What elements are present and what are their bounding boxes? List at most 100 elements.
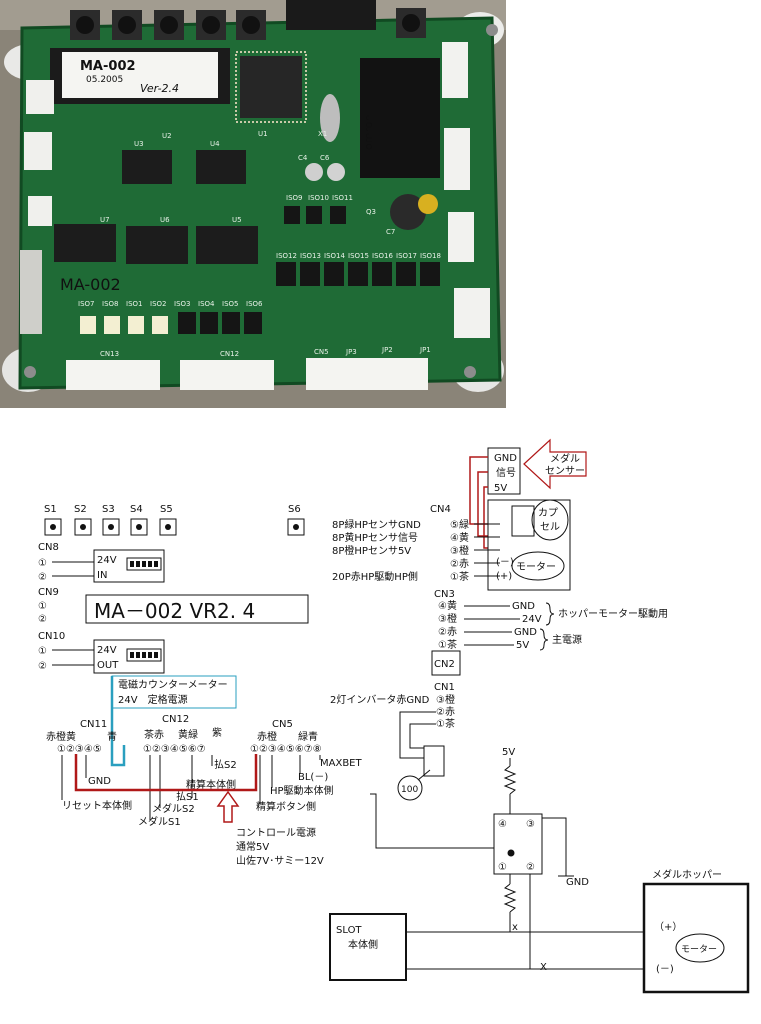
iso-label: ISO10 xyxy=(308,194,329,202)
svg-text:メダル: メダル xyxy=(550,452,580,465)
counter-wire xyxy=(110,676,126,767)
cn11-pins: ①②③④⑤ xyxy=(57,744,102,755)
slot-body-box xyxy=(329,913,407,981)
svg-text:モーター: モーター xyxy=(681,944,717,955)
iso-label: ISO11 xyxy=(332,194,353,202)
iso-label: ISO3 xyxy=(174,300,190,308)
model-title: MA－002 VR2. 4 xyxy=(94,599,255,623)
svg-text:24V: 24V xyxy=(97,555,117,566)
iso-label: ISO6 xyxy=(246,300,263,308)
ic-label: U5 xyxy=(232,216,242,224)
hopper-drive-brace-icon xyxy=(545,602,555,626)
iso-label: ISO1 xyxy=(126,300,142,308)
connector-cn13 xyxy=(66,360,160,390)
svg-text:通常5V: 通常5V xyxy=(236,840,269,853)
connector-cn12 xyxy=(180,360,274,390)
switch-label: S6 xyxy=(288,504,301,515)
switch-label: S2 xyxy=(74,504,87,515)
cn5-label: CN5 xyxy=(272,719,293,730)
slot-label: SLOT xyxy=(336,925,362,936)
crystal xyxy=(320,94,340,142)
right-connector-2 xyxy=(444,128,470,190)
cn9-label: CN9 xyxy=(38,587,59,598)
iso-label: ISO5 xyxy=(222,300,238,308)
cn3-pin: ④黄 xyxy=(438,599,457,612)
ic-label: X1 xyxy=(318,130,327,138)
svg-text:紫: 紫 xyxy=(212,727,222,739)
cn12-label: CN12 xyxy=(162,714,189,725)
relay xyxy=(360,58,440,178)
svg-text:払S2: 払S2 xyxy=(214,758,237,771)
switch-label: S4 xyxy=(130,504,143,515)
slot-body-label: 本体側 xyxy=(348,938,378,951)
cn1-label: CN1 xyxy=(434,682,455,693)
cn1-inverter: 2灯インバータ赤GND xyxy=(330,694,430,706)
counter-meter-rating: 24V 定格電源 xyxy=(118,693,188,706)
capsule-sensor-box xyxy=(511,505,535,537)
inverter-icon xyxy=(423,745,445,777)
main-power-label: 主電源 xyxy=(552,633,582,646)
svg-text:OUT: OUT xyxy=(97,660,119,671)
iso-label: ISO8 xyxy=(102,300,118,308)
cn5-pins: ①②③④⑤⑥⑦⑧ xyxy=(250,744,322,755)
connector-label: CN12 xyxy=(220,350,239,358)
pulldown-resistor-icon xyxy=(503,883,517,913)
svg-text:①: ① xyxy=(38,646,47,657)
cn5-hp-drive: HP駆動本体側 xyxy=(270,784,334,797)
cn3-value: 5V xyxy=(516,640,529,651)
ic-label: U1 xyxy=(258,130,268,138)
left-connector-2 xyxy=(24,132,52,170)
iso-label: ISO13 xyxy=(300,252,321,260)
connector-label: JP3 xyxy=(345,348,357,356)
svg-text:赤橙黄: 赤橙黄 xyxy=(46,730,76,743)
svg-text:メダルS2: メダルS2 xyxy=(152,802,195,815)
control-power-title: コントロール電源 xyxy=(236,826,316,839)
svg-text:GND: GND xyxy=(88,776,111,787)
hopper-motor-icon-2 xyxy=(675,933,725,963)
cn4-pin: ③橙 xyxy=(450,544,469,557)
svg-text:赤橙: 赤橙 xyxy=(257,730,277,743)
svg-text:(－): (－) xyxy=(656,964,674,975)
medal-sensor-arrow-icon xyxy=(523,438,587,490)
resistor-value: 100 xyxy=(401,785,418,795)
cn5-button: 精算ボタン側 xyxy=(256,800,316,813)
cn4-row-text: 8P緑HPセンサGND xyxy=(332,518,421,531)
svg-text:精算本体側: 精算本体側 xyxy=(186,778,236,791)
svg-text:緑青: 緑青 xyxy=(298,730,318,743)
cn3-value: GND xyxy=(512,601,535,612)
cn8-label: CN8 xyxy=(38,542,59,553)
photo-ics xyxy=(54,150,258,264)
svg-text:①: ① xyxy=(38,601,47,612)
svg-text:③: ③ xyxy=(526,819,535,830)
svg-text:払S1: 払S1 xyxy=(176,790,199,803)
driver-module xyxy=(493,813,543,875)
ic-label: U6 xyxy=(160,216,170,224)
chip-date: 05.2005 xyxy=(86,75,123,85)
iso-label: ISO17 xyxy=(396,252,417,260)
connector-label: JP2 xyxy=(381,346,393,354)
cn4-pin: ②赤 xyxy=(450,558,469,570)
svg-text:メダルS1: メダルS1 xyxy=(138,815,181,828)
iso-label: ISO4 xyxy=(198,300,215,308)
iso-label: ISO15 xyxy=(348,252,369,260)
cn10-label: CN10 xyxy=(38,631,65,642)
capacitor-c7 xyxy=(390,194,426,230)
battery-holder xyxy=(286,0,376,30)
svg-text:②: ② xyxy=(526,862,535,873)
cn3-pin: ②赤 xyxy=(438,626,457,638)
photo-isos xyxy=(178,206,440,334)
right-connector-1 xyxy=(442,42,468,98)
iso-label: ISO12 xyxy=(276,252,297,260)
switch-label: S1 xyxy=(44,504,57,515)
switch-row: S1 S2 S3 S4 S5 S6 xyxy=(44,504,305,536)
left-connector-1 xyxy=(26,80,54,114)
svg-text:センサー: センサー xyxy=(545,465,585,477)
svg-text:青: 青 xyxy=(107,730,117,743)
capacitor-c4 xyxy=(305,163,323,181)
svg-text:①: ① xyxy=(38,558,47,569)
relay-brand: omron xyxy=(362,115,375,150)
svg-text:②: ② xyxy=(38,572,47,583)
svg-text:黄緑: 黄緑 xyxy=(178,728,198,741)
connector-cn5 xyxy=(306,358,428,390)
ic-label: C6 xyxy=(320,154,330,162)
